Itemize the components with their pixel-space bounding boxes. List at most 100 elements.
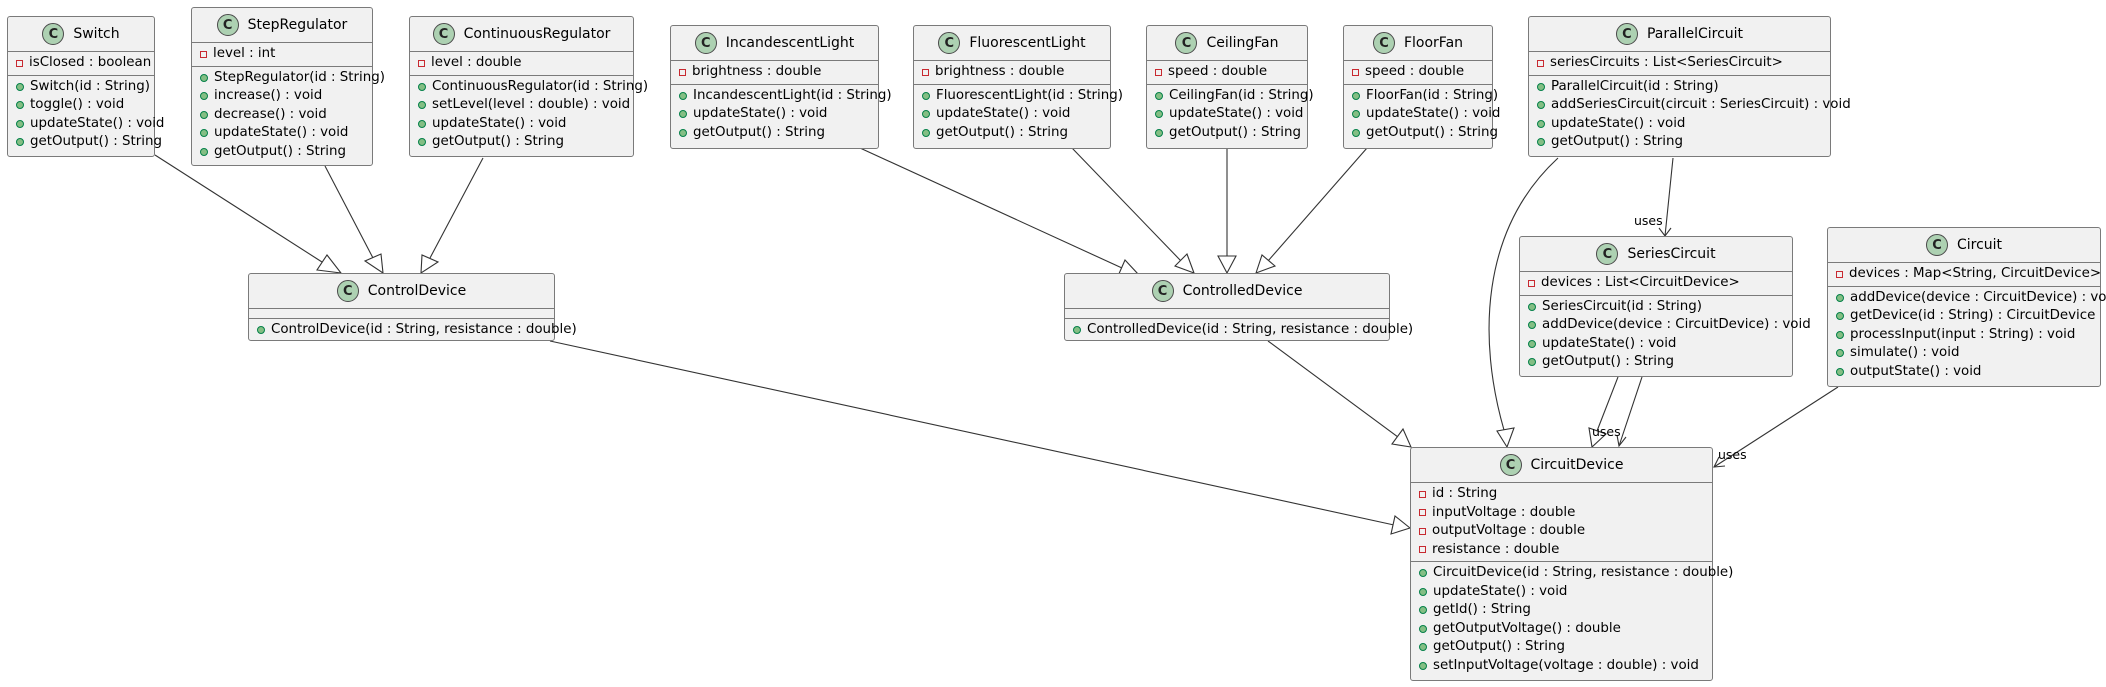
edge-stepregulator-to-controldevice	[324, 165, 374, 259]
method-list: FloorFan(id : String) updateState() : vo…	[1344, 85, 1500, 145]
public-visibility-icon	[1537, 138, 1545, 147]
public-visibility-icon	[1419, 587, 1427, 596]
method-list: ControlDevice(id : String, resistance : …	[249, 319, 577, 342]
method-row: getOutput() : String	[1411, 638, 1712, 657]
public-visibility-icon	[1155, 128, 1163, 137]
public-visibility-icon	[200, 110, 208, 119]
method-row: updateState() : void	[410, 115, 633, 134]
private-visibility-icon	[1419, 546, 1426, 554]
method-row: getOutput() : String	[914, 124, 1110, 143]
class-header: C StepRegulator	[192, 8, 372, 43]
class-incandescent-light[interactable]: C IncandescentLight brightness : double …	[670, 25, 892, 149]
public-visibility-icon	[1419, 624, 1427, 633]
class-step-regulator[interactable]: C StepRegulator level : int StepRegulato…	[191, 7, 385, 166]
attribute-list: devices : List<CircuitDevice>	[1520, 272, 1792, 296]
method-list: CeilingFan(id : String) updateState() : …	[1147, 85, 1314, 145]
method-list: SeriesCircuit(id : String) addDevice(dev…	[1520, 296, 1811, 374]
attribute-list	[1065, 309, 1389, 319]
public-visibility-icon	[1352, 91, 1360, 100]
method-row: setLevel(level : double) : void	[410, 96, 633, 115]
class-circuit[interactable]: C Circuit devices : Map<String, CircuitD…	[1827, 227, 2106, 387]
public-visibility-icon	[1836, 293, 1844, 302]
inheritance-arrowhead	[1390, 515, 1412, 535]
private-visibility-icon	[1352, 68, 1359, 76]
class-header: C CeilingFan	[1147, 26, 1307, 61]
class-series-circuit[interactable]: C SeriesCircuit devices : List<CircuitDe…	[1519, 236, 1811, 377]
method-row: ParallelCircuit(id : String)	[1529, 78, 1830, 97]
class-continuous-regulator[interactable]: C ContinuousRegulator level : double Con…	[409, 16, 648, 157]
private-visibility-icon	[418, 59, 425, 67]
inheritance-arrowhead	[363, 253, 384, 275]
class-stereotype-icon: C	[336, 280, 359, 302]
method-row: simulate() : void	[1828, 344, 2100, 363]
public-visibility-icon	[1352, 110, 1360, 119]
public-visibility-icon	[418, 101, 426, 110]
method-row: FluorescentLight(id : String)	[914, 87, 1123, 106]
class-circuit-device[interactable]: C CircuitDevice id : String inputVoltage…	[1410, 447, 1733, 681]
edge-seriescircuit-uses-circuitdevice	[1618, 376, 1643, 447]
method-list: addDevice(device : CircuitDevice) : void…	[1828, 287, 2106, 384]
public-visibility-icon	[1352, 128, 1360, 137]
method-row: CeilingFan(id : String)	[1147, 87, 1314, 106]
class-stereotype-icon: C	[1925, 234, 1948, 256]
class-name: Circuit	[1956, 237, 2003, 253]
class-name: CeilingFan	[1206, 35, 1279, 51]
class-fluorescent-light[interactable]: C FluorescentLight brightness : double F…	[913, 25, 1123, 149]
attribute-row: speed : double	[1344, 63, 1492, 82]
public-visibility-icon	[200, 73, 208, 82]
class-switch[interactable]: C Switch isClosed : boolean Switch(id : …	[7, 16, 164, 157]
class-stereotype-icon: C	[1175, 32, 1198, 54]
class-ceiling-fan[interactable]: C CeilingFan speed : double CeilingFan(i…	[1146, 25, 1314, 149]
class-stereotype-icon: C	[1615, 23, 1638, 45]
class-control-device[interactable]: C ControlDevice ControlDevice(id : Strin…	[248, 273, 577, 342]
class-stereotype-icon: C	[938, 32, 961, 54]
class-floor-fan[interactable]: C FloorFan speed : double FloorFan(id : …	[1343, 25, 1500, 149]
edge-fluorescentlight-to-controlleddevice	[1071, 147, 1182, 262]
method-row: getDevice(id : String) : CircuitDevice	[1828, 307, 2100, 326]
method-row: updateState() : void	[914, 105, 1110, 124]
public-visibility-icon	[200, 129, 208, 138]
public-visibility-icon	[1419, 606, 1427, 615]
class-header: C SeriesCircuit	[1520, 237, 1792, 272]
attribute-row: inputVoltage : double	[1411, 504, 1712, 523]
attribute-row: outputVoltage : double	[1411, 522, 1712, 541]
edge-label-uses: uses	[1634, 213, 1663, 228]
method-list: ParallelCircuit(id : String) addSeriesCi…	[1529, 76, 1851, 154]
class-name: FloorFan	[1403, 35, 1464, 51]
method-row: updateState() : void	[1520, 335, 1792, 354]
method-row: FloorFan(id : String)	[1344, 87, 1498, 106]
attribute-row: level : int	[192, 45, 372, 64]
public-visibility-icon	[1836, 367, 1844, 376]
attribute-list: seriesCircuits : List<SeriesCircuit>	[1529, 52, 1830, 76]
association-arrowhead	[1713, 456, 1726, 468]
attribute-row: devices : Map<String, CircuitDevice>	[1828, 265, 2101, 284]
method-row: addDevice(device : CircuitDevice) : void	[1828, 289, 2106, 308]
public-visibility-icon	[679, 91, 687, 100]
private-visibility-icon	[16, 59, 23, 67]
class-controlled-device[interactable]: C ControlledDevice ControlledDevice(id :…	[1064, 273, 1413, 341]
method-row: getOutput() : String	[671, 124, 878, 143]
public-visibility-icon	[418, 82, 426, 91]
method-list: FluorescentLight(id : String) updateStat…	[914, 85, 1123, 145]
class-header: C ControlDevice	[249, 274, 554, 309]
public-visibility-icon	[16, 101, 24, 110]
method-row: CircuitDevice(id : String, resistance : …	[1411, 564, 1733, 583]
class-name: IncandescentLight	[725, 35, 855, 51]
private-visibility-icon	[1836, 270, 1843, 278]
method-row: decrease() : void	[192, 106, 372, 125]
attribute-row: resistance : double	[1411, 541, 1712, 560]
method-row: ControlledDevice(id : String, resistance…	[1065, 321, 1413, 340]
method-row: updateState() : void	[1529, 115, 1830, 134]
class-stereotype-icon: C	[42, 23, 65, 45]
public-visibility-icon	[922, 128, 930, 137]
method-row: ControlDevice(id : String, resistance : …	[249, 321, 577, 340]
class-header: C ControlledDevice	[1065, 274, 1389, 309]
private-visibility-icon	[679, 68, 686, 76]
method-row: updateState() : void	[1411, 583, 1712, 602]
class-name: FluorescentLight	[969, 35, 1086, 51]
public-visibility-icon	[679, 128, 687, 137]
edge-seriescircuit-to-circuitdevice	[1596, 376, 1619, 432]
class-parallel-circuit[interactable]: C ParallelCircuit seriesCircuits : List<…	[1528, 16, 1851, 157]
method-row: Switch(id : String)	[8, 78, 154, 97]
